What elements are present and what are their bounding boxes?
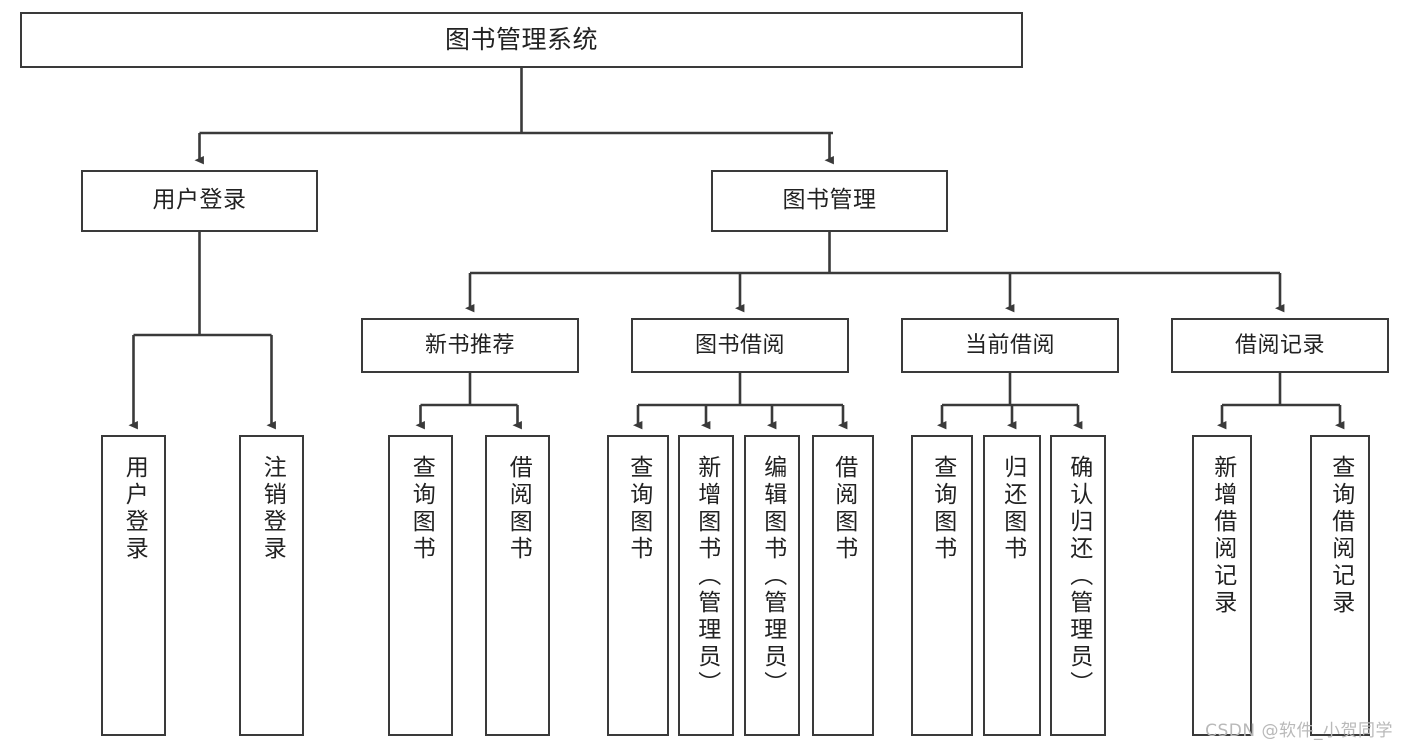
node-leaf-nb-borrow[interactable]: 借阅图书 [485, 435, 550, 736]
node-label: 借阅图书 [505, 455, 532, 563]
node-leaf-br-add[interactable]: 新增借阅记录 [1192, 435, 1252, 736]
node-label: 确认归还（管理员） [1065, 455, 1092, 698]
node-leaf-bb-edit[interactable]: 编辑图书（管理员） [744, 435, 800, 736]
node-leaf-bb-query[interactable]: 查询图书 [607, 435, 669, 736]
node-root-system[interactable]: 图书管理系统 [20, 12, 1023, 68]
node-leaf-br-query[interactable]: 查询借阅记录 [1310, 435, 1370, 736]
node-label: 图书借阅 [694, 332, 785, 358]
node-label: 新书推荐 [424, 332, 515, 358]
watermark-text: CSDN @软件_小贺同学 [1205, 721, 1393, 741]
node-label: 注销登录 [259, 455, 286, 563]
node-label: 借阅记录 [1234, 332, 1325, 358]
node-current-borrow[interactable]: 当前借阅 [901, 318, 1119, 373]
node-leaf-cb-confirm[interactable]: 确认归还（管理员） [1050, 435, 1106, 736]
node-label: 当前借阅 [964, 332, 1055, 358]
node-leaf-cb-query[interactable]: 查询图书 [911, 435, 973, 736]
node-borrow-record[interactable]: 借阅记录 [1171, 318, 1389, 373]
node-label: 查询图书 [929, 455, 956, 563]
node-label: 新增借阅记录 [1209, 455, 1236, 617]
node-book-borrow[interactable]: 图书借阅 [631, 318, 849, 373]
node-label: 查询图书 [408, 455, 435, 563]
node-leaf-bb-add[interactable]: 新增图书（管理员） [678, 435, 734, 736]
node-leaf-login[interactable]: 用户登录 [101, 435, 166, 736]
node-leaf-logout[interactable]: 注销登录 [239, 435, 304, 736]
node-label: 用户登录 [121, 455, 148, 563]
node-label: 图书管理系统 [444, 25, 598, 55]
node-label: 借阅图书 [830, 455, 857, 563]
node-leaf-nb-query[interactable]: 查询图书 [388, 435, 453, 736]
node-leaf-bb-borrow[interactable]: 借阅图书 [812, 435, 874, 736]
node-label: 归还图书 [999, 455, 1026, 563]
node-label: 新增图书（管理员） [693, 455, 720, 698]
node-label: 用户登录 [152, 187, 247, 214]
node-label: 图书管理 [782, 187, 877, 214]
node-new-book-recommend[interactable]: 新书推荐 [361, 318, 579, 373]
node-label: 编辑图书（管理员） [759, 455, 786, 698]
node-leaf-cb-return[interactable]: 归还图书 [983, 435, 1041, 736]
node-label: 查询图书 [625, 455, 652, 563]
node-label: 查询借阅记录 [1327, 455, 1354, 617]
node-user-login[interactable]: 用户登录 [81, 170, 318, 232]
node-book-manage[interactable]: 图书管理 [711, 170, 948, 232]
